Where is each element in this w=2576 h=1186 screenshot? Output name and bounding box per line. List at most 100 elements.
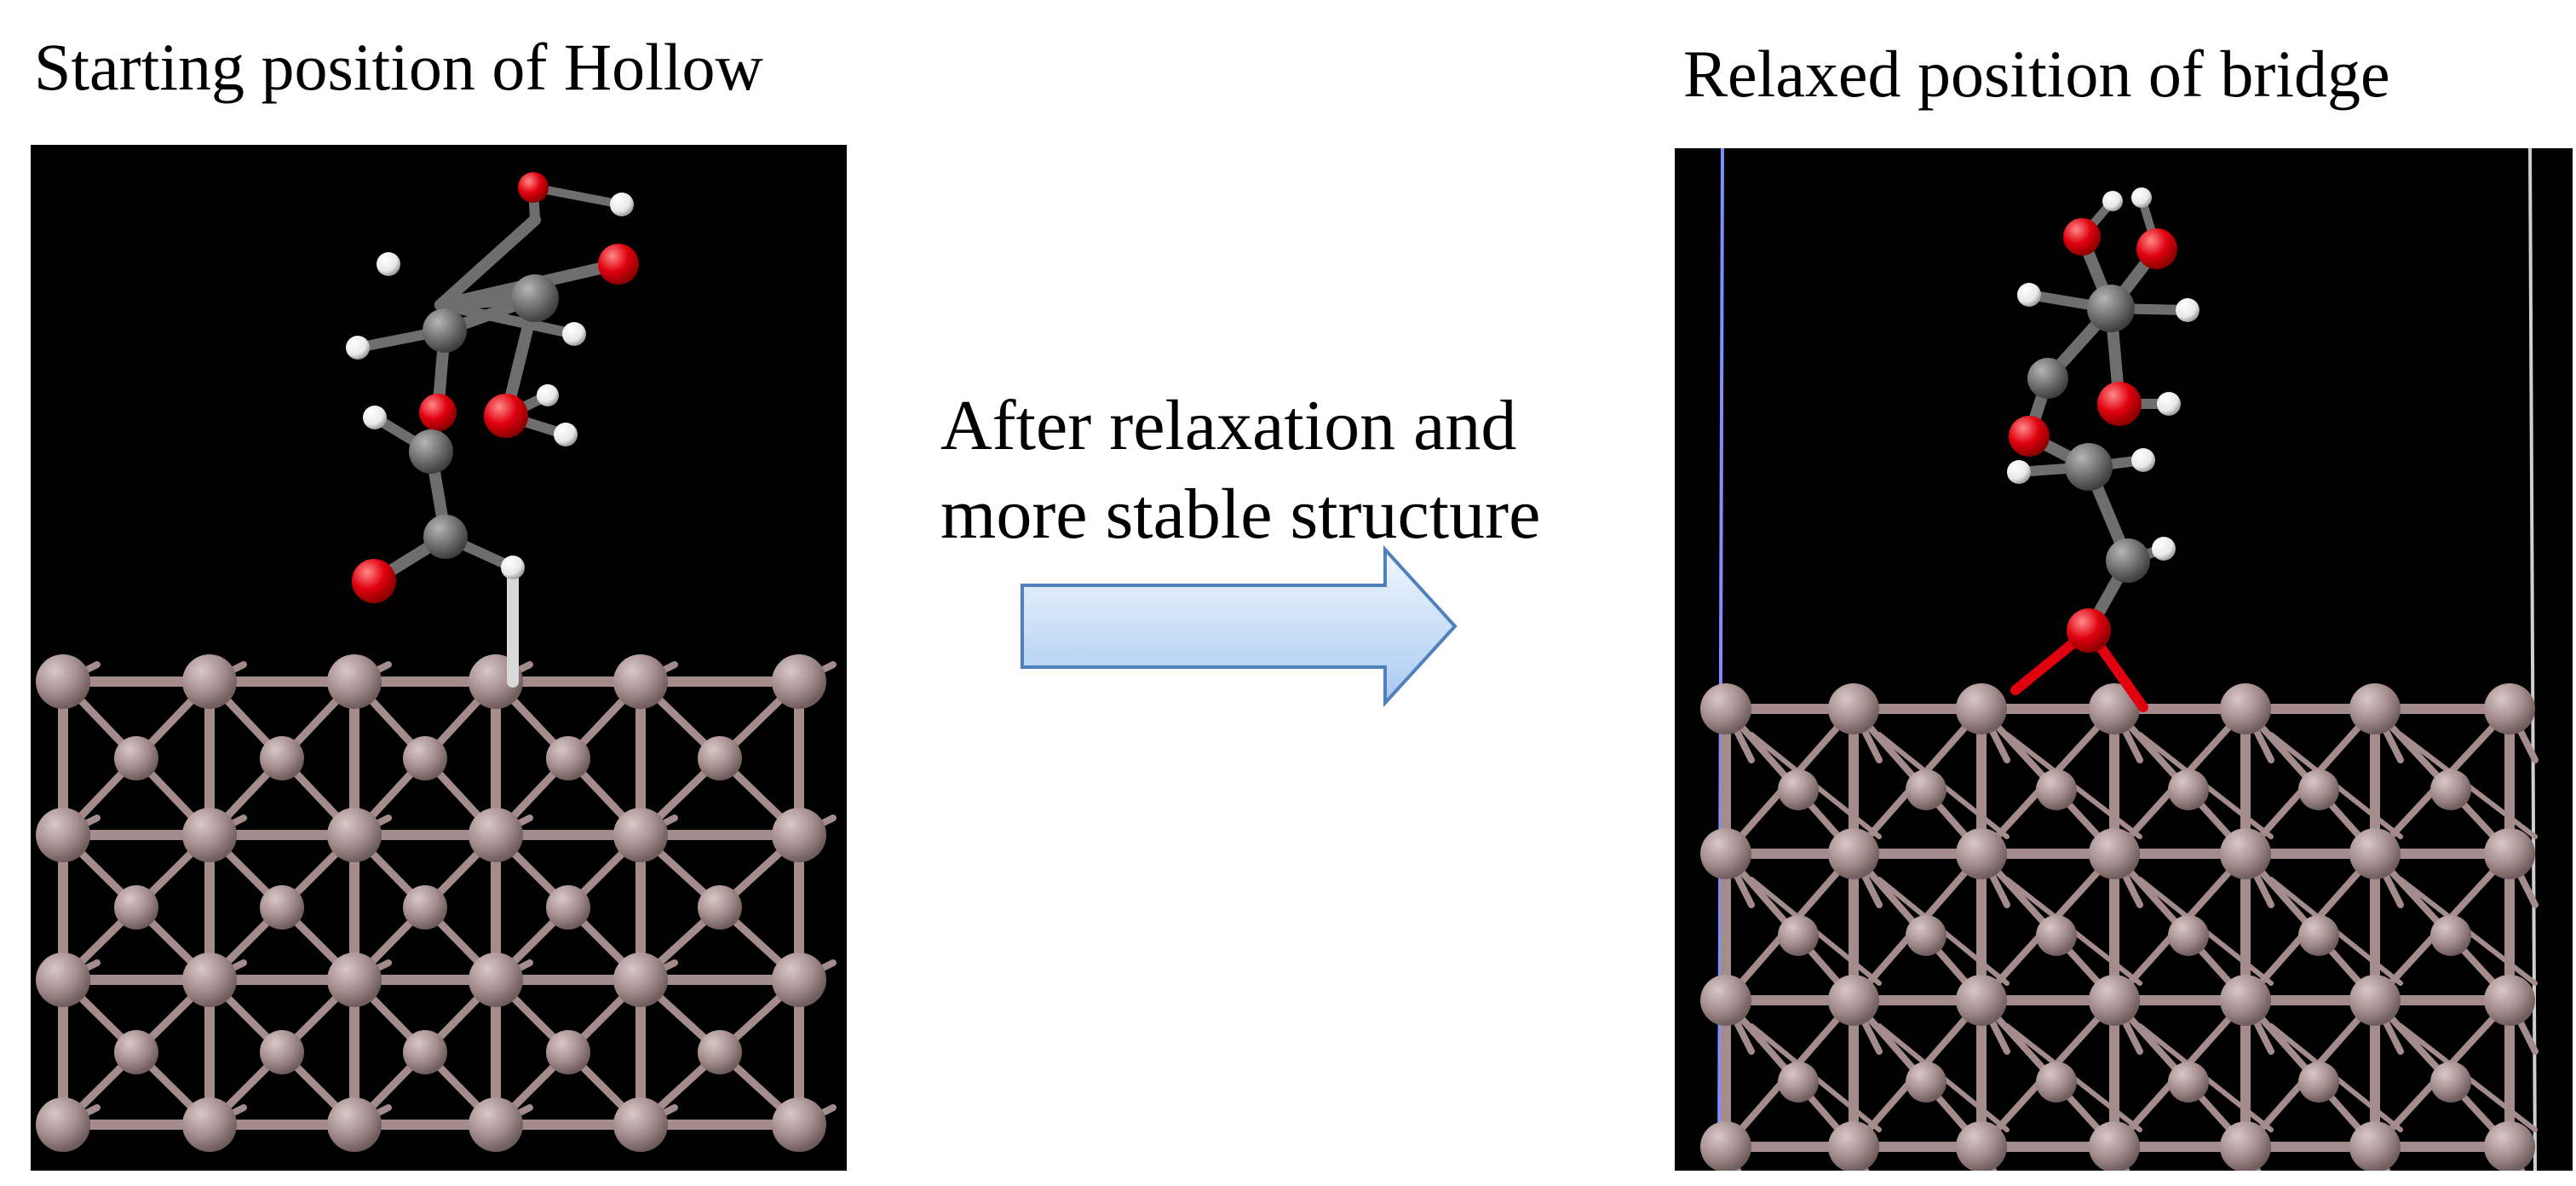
metal-atom: [469, 808, 523, 862]
metal-atom: [260, 1030, 304, 1074]
metal-atom: [2430, 1062, 2471, 1103]
metal-atom: [36, 808, 90, 862]
hydrogen-atom: [537, 384, 559, 406]
metal-atom: [613, 953, 668, 1007]
metal-atom: [1828, 828, 1879, 879]
metal-atom: [403, 736, 447, 780]
metal-atom: [182, 654, 237, 709]
metal-atom: [2168, 915, 2209, 956]
oxygen-atom: [2063, 218, 2101, 256]
metal-atom: [698, 885, 742, 930]
metal-atom: [1956, 975, 2007, 1026]
metal-atom: [182, 808, 237, 862]
metal-atom: [36, 654, 90, 709]
metal-atom: [2298, 915, 2339, 956]
hydrogen-atom: [2152, 537, 2176, 561]
metal-atom: [2168, 1062, 2209, 1103]
metal-atom: [1956, 683, 2007, 734]
metal-atom: [772, 1097, 826, 1152]
metal-atom: [260, 736, 304, 780]
transition-text: After relaxation and more stable structu…: [940, 382, 1540, 559]
hydrogen-atom: [363, 406, 387, 429]
transition-line-1: After relaxation and: [940, 386, 1517, 465]
metal-atom: [772, 654, 826, 709]
metal-atom: [2089, 975, 2140, 1026]
carbon-atom: [511, 274, 559, 322]
oxygen-atom: [2067, 608, 2111, 653]
metal-atom: [613, 808, 668, 862]
metal-atom: [2430, 915, 2471, 956]
carbon-atom: [423, 515, 468, 559]
cell-boundary-right: [2528, 148, 2537, 1171]
metal-atom: [2089, 683, 2140, 734]
metal-atom: [327, 654, 382, 709]
hydrogen-atom: [2176, 298, 2199, 322]
metal-atom: [2484, 683, 2535, 734]
hydrogen-atom: [2017, 283, 2041, 307]
relaxed-structure-panel: [1675, 148, 2573, 1171]
oxygen-atom: [2009, 416, 2050, 457]
metal-atom: [2484, 975, 2535, 1026]
oxygen-atom: [2136, 228, 2177, 269]
carbon-atom: [409, 429, 453, 474]
hydrogen-atom: [2131, 448, 2155, 472]
metal-atom: [1906, 1062, 1946, 1103]
bond: [435, 300, 579, 339]
metal-atom: [1906, 769, 1946, 810]
metal-atom: [114, 885, 158, 930]
metal-atom: [1700, 1121, 1751, 1171]
hydrogen-atom: [501, 556, 525, 579]
oxygen-atom: [518, 172, 549, 203]
metal-atom: [546, 1030, 590, 1074]
metal-atom: [613, 1097, 668, 1152]
metal-atom: [2349, 975, 2401, 1026]
metal-atom: [546, 885, 590, 930]
metal-atom: [2484, 828, 2535, 879]
hydrogen-atom: [562, 322, 586, 346]
metal-atom: [1828, 683, 1879, 734]
metal-atom: [772, 953, 826, 1007]
metal-atom: [2349, 828, 2401, 879]
oxygen-atom: [419, 394, 457, 431]
metal-atom: [698, 736, 742, 780]
metal-atom: [2220, 683, 2271, 734]
metal-atom: [2484, 1121, 2535, 1171]
metal-atom: [114, 736, 158, 780]
metal-atom: [1778, 1062, 1819, 1103]
hydrogen-atom: [346, 336, 370, 360]
oxygen-atom: [484, 394, 528, 438]
metal-atom: [1778, 915, 1819, 956]
metal-atom: [182, 953, 237, 1007]
metal-atom: [1956, 828, 2007, 879]
starting-structure-image: [36, 172, 837, 1152]
metal-atom: [2298, 769, 2339, 810]
metal-atom: [2349, 683, 2401, 734]
hydrogen-atom: [610, 193, 634, 216]
metal-atom: [327, 953, 382, 1007]
metal-atom: [2036, 1062, 2077, 1103]
metal-atom: [1956, 1121, 2007, 1171]
metal-atom: [2298, 1062, 2339, 1103]
metal-atom: [36, 1097, 90, 1152]
metal-atom: [182, 1097, 237, 1152]
right-arrow-icon: [1021, 545, 1458, 707]
bond: [434, 214, 541, 311]
transition-line-2: more stable structure: [940, 475, 1541, 554]
relaxed-structure-image: [1700, 148, 2539, 1171]
caption-starting-position: Starting position of Hollow: [34, 30, 763, 104]
metal-atom: [546, 736, 590, 780]
metal-atom: [1700, 683, 1751, 734]
metal-atom: [2220, 975, 2271, 1026]
metal-atom: [1778, 769, 1819, 810]
metal-atom: [1828, 1121, 1879, 1171]
carbon-atom: [2106, 538, 2150, 583]
metal-atom: [260, 885, 304, 930]
starting-structure-panel: [31, 145, 847, 1171]
metal-atom: [1700, 828, 1751, 879]
hydrogen-atom: [2102, 191, 2123, 211]
metal-atom: [2220, 1121, 2271, 1171]
oxygen-atom: [2097, 382, 2142, 426]
metal-atom: [114, 1030, 158, 1074]
hydrogen-atom: [2157, 392, 2181, 416]
metal-atom: [2036, 915, 2077, 956]
